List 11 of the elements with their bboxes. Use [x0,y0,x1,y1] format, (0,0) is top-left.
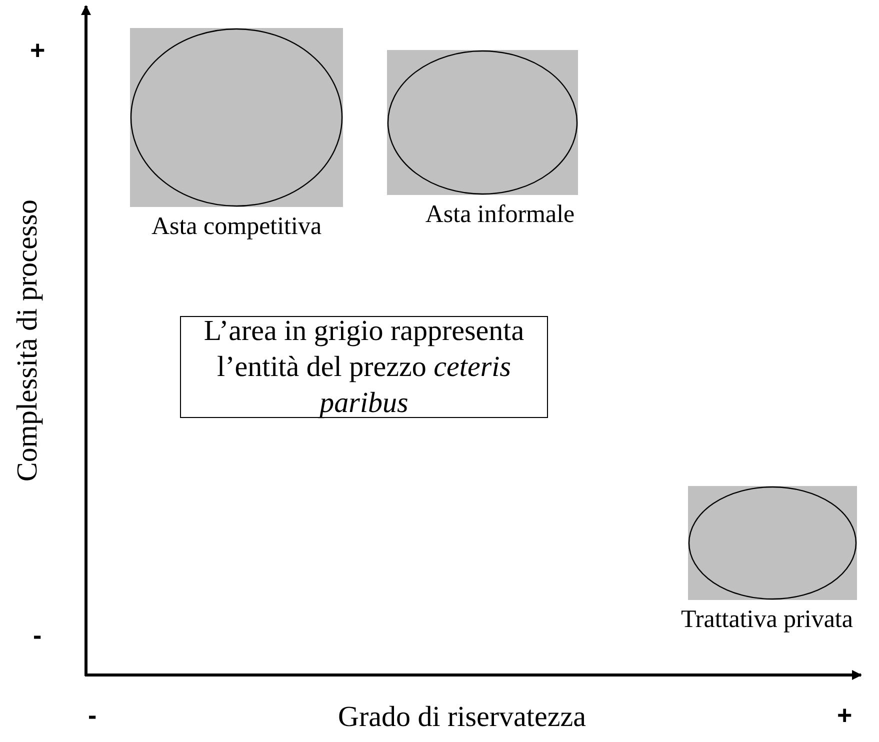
axis-minus-sign: - [33,620,42,651]
note-box [180,316,548,418]
x-axis-title: Grado di riservatezza [338,700,586,734]
ellipse-label: Trattativa privata [680,606,854,634]
axis-plus-sign: + [30,35,46,66]
axis-minus-sign: - [88,700,97,731]
ellipse-label: Asta competitiva [150,213,323,241]
ellipse-label: Asta informale [424,201,576,229]
axis-plus-sign: + [837,700,852,731]
y-axis-title: Complessità di processo [11,199,44,481]
note-text: L’area in grigio rappresenta l’entità del prezzo ceteris paribus [202,314,526,422]
